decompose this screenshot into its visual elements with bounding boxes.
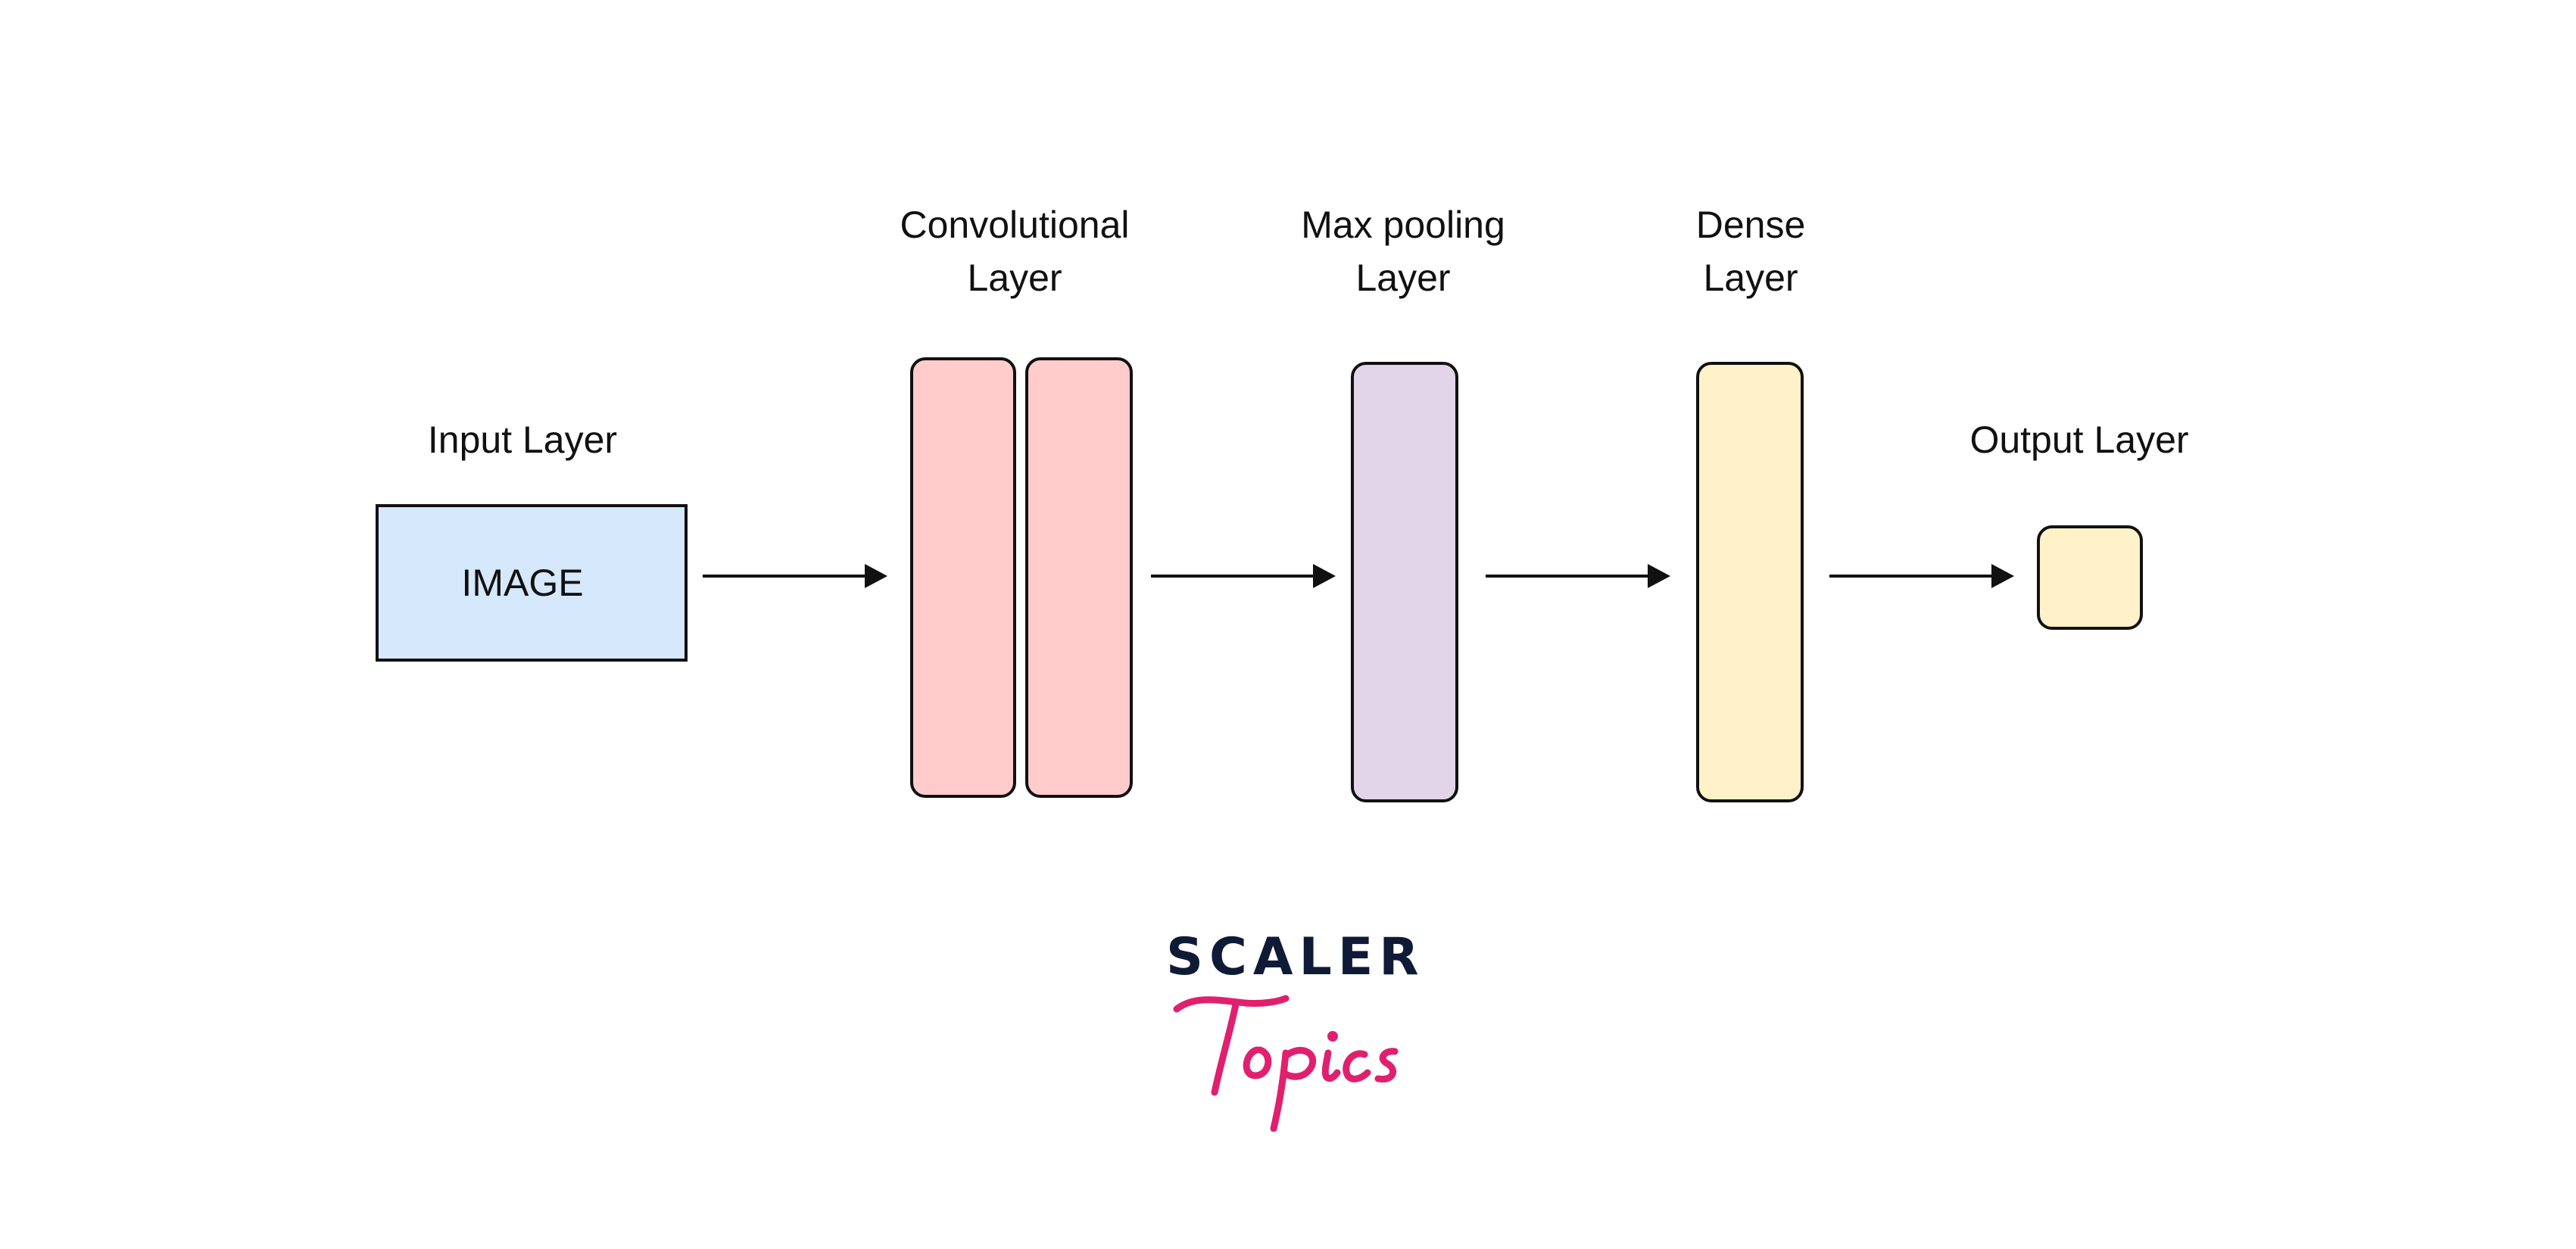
pool-layer-block: [1351, 362, 1458, 802]
pool-layer-label-line2: Layer: [1355, 257, 1451, 299]
arrow-dense-to-output: [1829, 564, 2014, 588]
dense-layer-label-line2: Layer: [1703, 257, 1798, 299]
arrow-conv-to-pool: [1151, 564, 1336, 588]
input-layer-label: Input Layer: [427, 419, 618, 461]
dense-layer-block: [1696, 362, 1804, 802]
conv-layer-label-line1: Convolutional: [900, 204, 1130, 246]
conv-layer-block-2: [1025, 357, 1133, 798]
conv-layer-label: Convolutional Layer: [863, 198, 1166, 304]
arrow-input-to-conv: [703, 564, 887, 588]
input-image-box: IMAGE: [376, 504, 688, 662]
conv-layer-block-1: [910, 357, 1016, 798]
dense-layer-label-line1: Dense: [1695, 204, 1806, 246]
dense-layer-label: Dense Layer: [1599, 198, 1902, 304]
pool-layer-label-line1: Max pooling: [1301, 204, 1505, 246]
logo-wordmark: SCALER: [1166, 927, 1425, 987]
conv-layer-label-line2: Layer: [967, 257, 1062, 299]
logo-script: [1173, 995, 1399, 1132]
output-node: [2037, 525, 2143, 630]
arrow-pool-to-dense: [1486, 564, 1670, 588]
pool-layer-label: Max pooling Layer: [1252, 198, 1555, 304]
input-image-text: IMAGE: [461, 562, 584, 604]
output-layer-label: Output Layer: [1969, 419, 2189, 461]
scaler-topics-logo: SCALER: [1166, 927, 1425, 1132]
